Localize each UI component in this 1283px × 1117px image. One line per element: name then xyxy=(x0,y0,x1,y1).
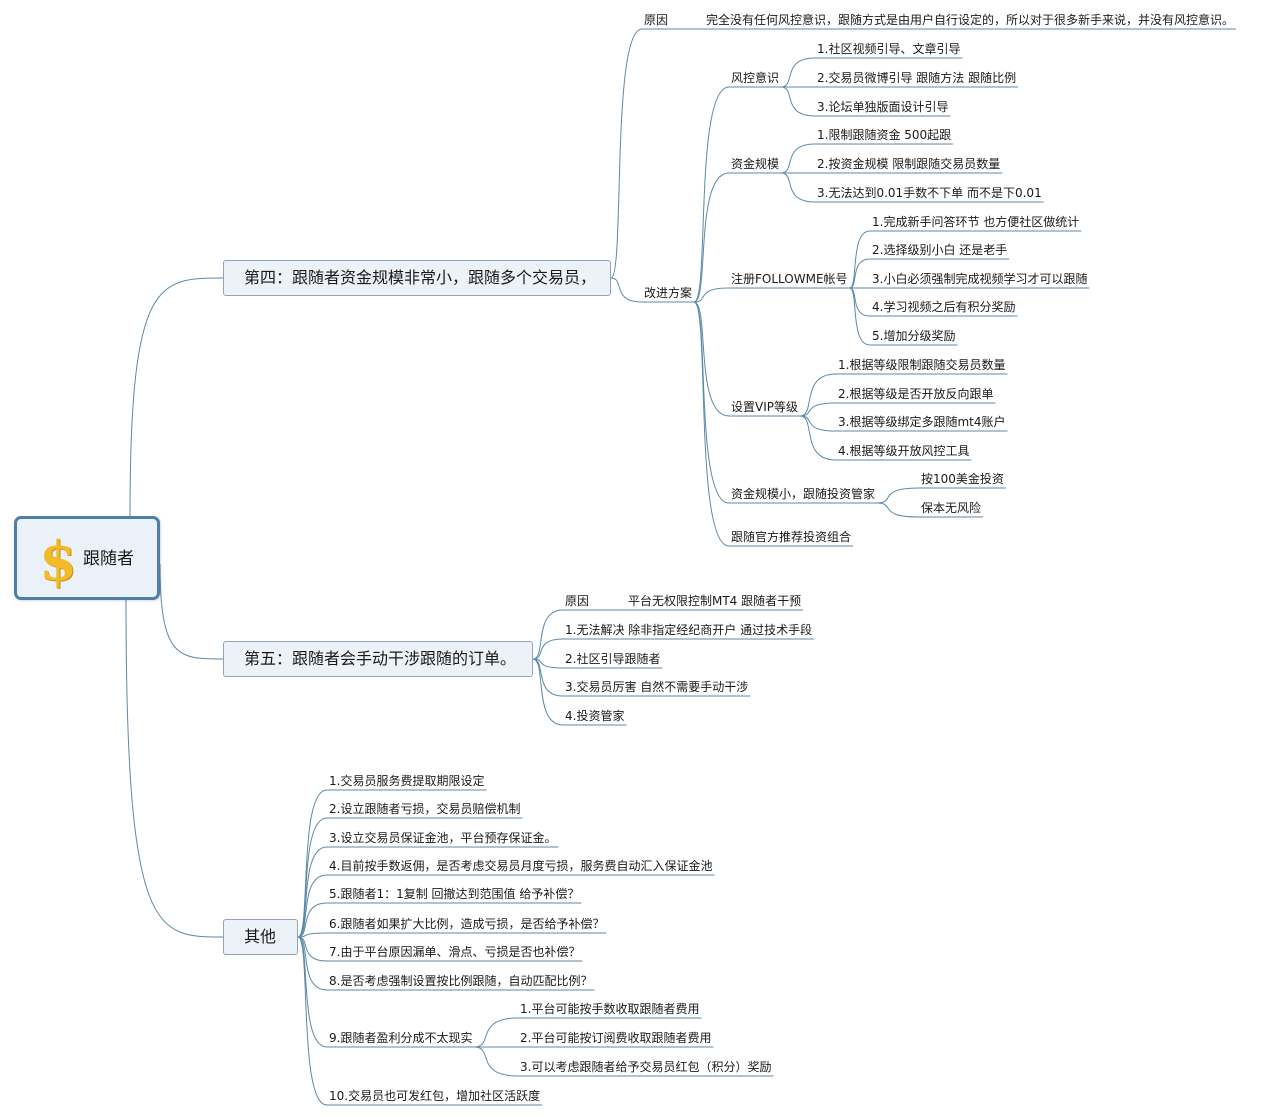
central-topic-label: 跟随者 xyxy=(83,549,134,569)
other-item-5[interactable]: 5.跟随者1：1复制 回撤达到范围值 给予补偿？ xyxy=(329,887,580,901)
b4-capital-item-3-connector xyxy=(780,172,816,203)
other-sub9-item-3[interactable]: 3.可以考虑跟随者给予交易员红包（积分）奖励 xyxy=(520,1060,772,1074)
main-topic-other-connector xyxy=(125,599,224,938)
b4-risk-item-1-connector xyxy=(780,57,816,88)
other-item-4-connector xyxy=(297,874,328,938)
b4-small-label-connector xyxy=(693,301,730,504)
b5-reason-label-connector xyxy=(532,609,564,660)
b5-item-4-connector xyxy=(532,658,564,726)
b4-small-item-1[interactable]: 按100美金投资 xyxy=(921,472,1004,486)
b5-item-1-connector xyxy=(532,638,564,660)
b4-capital-item-3[interactable]: 3.无法达到0.01手数不下单 而不是下0.01 xyxy=(817,186,1042,200)
b4-small-item-2-connector xyxy=(877,502,920,518)
b4-risk-item-2[interactable]: 2.交易员微博引导 跟随方法 跟随比例 xyxy=(817,71,1017,85)
b4-register-item-4[interactable]: 4.学习视频之后有积分奖励 xyxy=(872,300,1016,314)
b4-risk-item-3[interactable]: 3.论坛单独版面设计引导 xyxy=(817,100,949,114)
other-item-2[interactable]: 2.设立跟随者亏损，交易员赔偿机制 xyxy=(329,802,521,816)
b4-risk-item-1[interactable]: 1.社区视频引导、文章引导 xyxy=(817,42,961,56)
b4-reason-label-connector xyxy=(610,28,643,279)
other-item-1[interactable]: 1.交易员服务费提取期限设定 xyxy=(329,774,485,788)
b4-vip-item-2[interactable]: 2.根据等级是否开放反向跟单 xyxy=(838,387,994,401)
b4-vip-label-connector xyxy=(693,301,730,417)
other-item-9[interactable]: 9.跟随者盈利分成不太现实 xyxy=(329,1031,473,1045)
other-item-3[interactable]: 3.设立交易员保证金池，平台预存保证金。 xyxy=(329,831,557,845)
b4-plan-label-connector xyxy=(610,277,643,303)
b4-reason-text[interactable]: 完全没有任何风控意识，跟随方式是由用户自行设定的，所以对于很多新手来说，并没有风… xyxy=(706,13,1235,27)
b4-vip-item-4-connector xyxy=(799,415,837,461)
b5-item-3-connector xyxy=(532,658,564,697)
b4-vip-item-3[interactable]: 3.根据等级绑定多跟随mt4账户 xyxy=(838,415,1006,429)
b4-plan-label[interactable]: 改进方案 xyxy=(644,286,693,300)
b4-capital-item-2[interactable]: 2.按资金规模 限制跟随交易员数量 xyxy=(817,157,1001,171)
b4-capital-item-1[interactable]: 1.限制跟随资金 500起跟 xyxy=(817,128,952,142)
other-item-5-connector xyxy=(297,902,328,938)
main-topic-fourth-connector xyxy=(129,277,224,517)
b4-small-item-1-connector xyxy=(877,487,920,504)
other-sub9-item-3-connector xyxy=(474,1046,519,1077)
b5-reason-text[interactable]: 平台无权限控制MT4 跟随者干预 xyxy=(628,594,802,608)
other-sub9-item-1-connector xyxy=(474,1017,519,1048)
other-item-10-connector xyxy=(297,936,328,1106)
main-topic-fifth-connector xyxy=(159,563,224,660)
b4-vip-item-1-connector xyxy=(799,373,837,417)
b4-register-item-2[interactable]: 2.选择级别小白 还是老手 xyxy=(872,243,1008,257)
other-item-8[interactable]: 8.是否考虑强制设置按比例跟随，自动匹配比例？ xyxy=(329,974,593,988)
other-item-9-connector xyxy=(297,936,328,1048)
b4-capital-label[interactable]: 资金规模 xyxy=(731,157,780,171)
b4-register-label[interactable]: 注册FOLLOWME帐号 xyxy=(731,272,848,286)
main-topic-fifth[interactable]: 第五：跟随者会手动干涉跟随的订单。 xyxy=(223,641,533,677)
b5-item-1[interactable]: 1.无法解决 除非指定经纪商开户 通过技术手段 xyxy=(565,623,813,637)
b4-vip-item-1[interactable]: 1.根据等级限制跟随交易员数量 xyxy=(838,358,1006,372)
main-topic-other[interactable]: 其他 xyxy=(223,919,298,955)
b4-small-label[interactable]: 资金规模小，跟随投资管家 xyxy=(731,487,876,501)
b4-capital-label-connector xyxy=(693,172,730,303)
other-item-3-connector xyxy=(297,846,328,938)
other-sub9-item-2[interactable]: 2.平台可能按订阅费收取跟随者费用 xyxy=(520,1031,712,1045)
other-sub9-item-1[interactable]: 1.平台可能按手数收取跟随者费用 xyxy=(520,1002,700,1016)
b4-risk-item-3-connector xyxy=(780,86,816,117)
b5-item-2[interactable]: 2.社区引导跟随者 xyxy=(565,652,661,666)
other-item-4[interactable]: 4.目前按手数返佣，是否考虑交易员月度亏损，服务费自动汇入保证金池 xyxy=(329,859,713,873)
main-topic-fourth-label: 第四：跟随者资金规模非常小，跟随多个交易员， xyxy=(244,268,597,287)
b4-register-item-1[interactable]: 1.完成新手问答环节 也方便社区做统计 xyxy=(872,215,1080,229)
b4-vip-item-4[interactable]: 4.根据等级开放风控工具 xyxy=(838,444,970,458)
other-item-1-connector xyxy=(297,789,328,938)
main-topic-other-label: 其他 xyxy=(244,927,277,946)
main-topic-fourth[interactable]: 第四：跟随者资金规模非常小，跟随多个交易员， xyxy=(223,260,611,296)
b4-risk-label[interactable]: 风控意识 xyxy=(731,71,780,85)
b5-item-4[interactable]: 4.投资管家 xyxy=(565,709,625,723)
dollar-icon: $ xyxy=(39,529,77,593)
b4-risk-label-connector xyxy=(693,86,730,303)
other-item-8-connector xyxy=(297,936,328,991)
b5-reason-label[interactable]: 原因 xyxy=(565,594,590,608)
main-topic-fifth-label: 第五：跟随者会手动干涉跟随的订单。 xyxy=(244,649,517,668)
b4-register-item-2-connector xyxy=(849,258,871,289)
b4-vip-item-2-connector xyxy=(799,402,837,417)
b4-portfolio-label-connector xyxy=(693,301,730,547)
b4-small-item-2[interactable]: 保本无风险 xyxy=(921,501,982,515)
other-item-10[interactable]: 10.交易员也可发红包，增加社区活跃度 xyxy=(329,1089,541,1103)
other-item-2-connector xyxy=(297,817,328,938)
central-topic[interactable]: $ 跟随者 xyxy=(14,516,160,600)
b4-vip-label[interactable]: 设置VIP等级 xyxy=(731,400,798,414)
b4-register-item-5-connector xyxy=(849,287,871,346)
b5-item-3[interactable]: 3.交易员厉害 自然不需要手动干涉 xyxy=(565,680,749,694)
other-item-7[interactable]: 7.由于平台原因漏单、滑点、亏损是否也补偿？ xyxy=(329,945,581,959)
b4-portfolio-label[interactable]: 跟随官方推荐投资组合 xyxy=(731,530,852,544)
b4-register-label-connector xyxy=(694,287,730,303)
b4-reason-label[interactable]: 原因 xyxy=(644,13,669,27)
other-item-6[interactable]: 6.跟随者如果扩大比例，造成亏损，是否给予补偿？ xyxy=(329,917,605,931)
b4-register-item-1-connector xyxy=(849,230,871,289)
b4-capital-item-1-connector xyxy=(780,143,816,174)
b4-register-item-5[interactable]: 5.增加分级奖励 xyxy=(872,329,956,343)
b4-register-item-3[interactable]: 3.小白必须强制完成视频学习才可以跟随 xyxy=(872,272,1088,286)
